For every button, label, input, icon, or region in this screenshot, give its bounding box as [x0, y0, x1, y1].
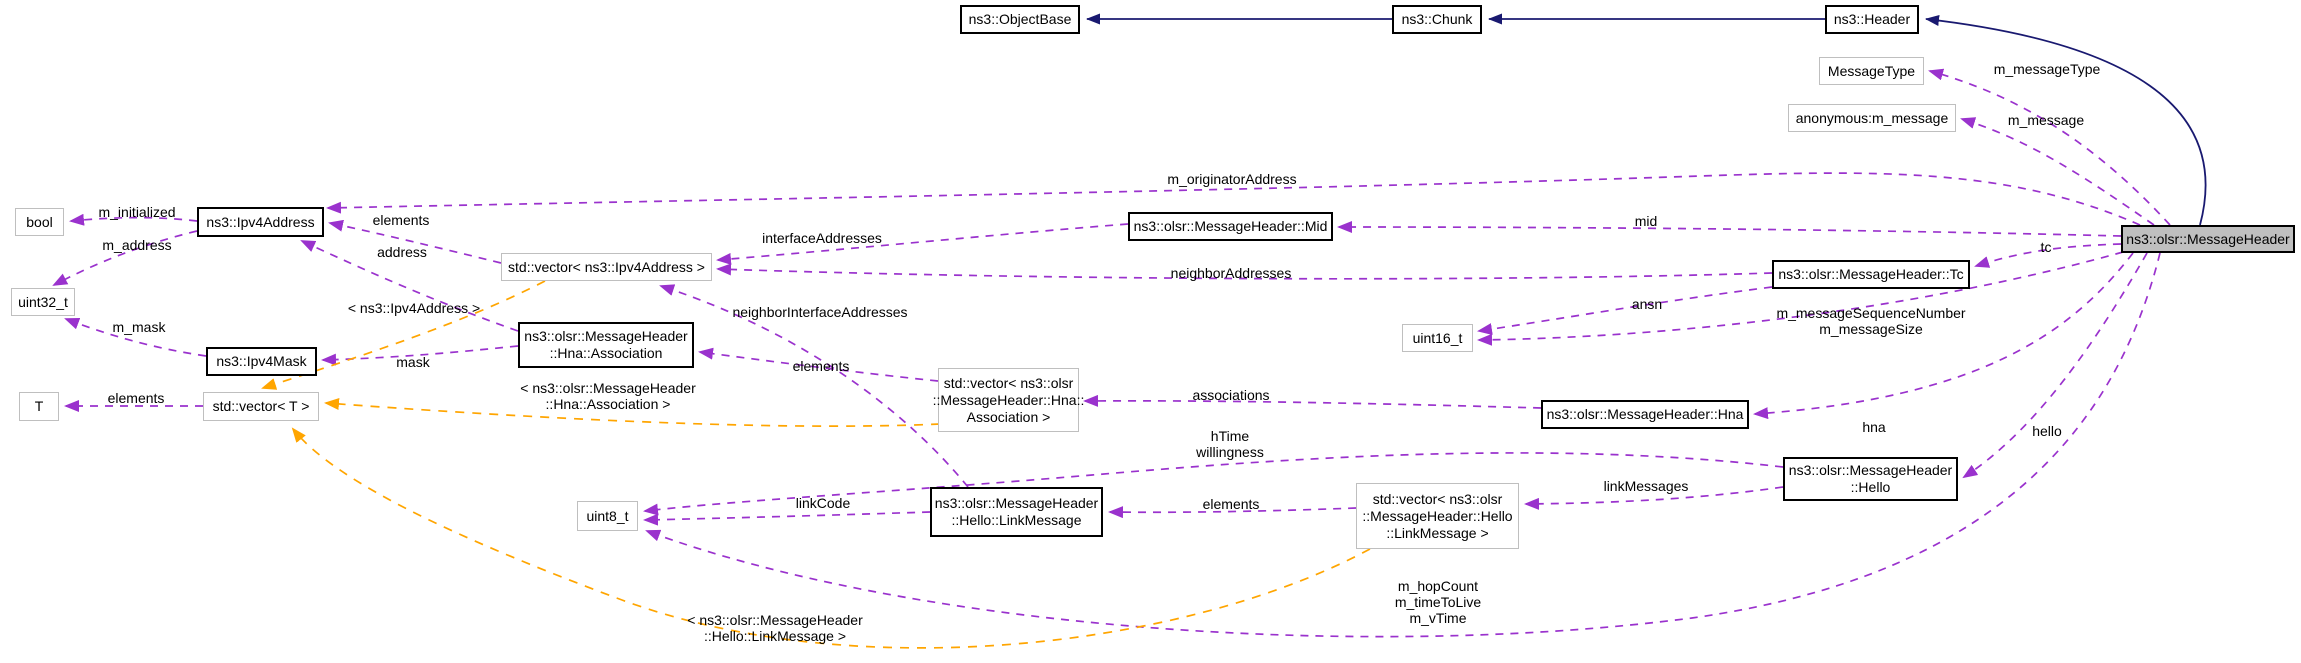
edge-m-originator-address — [326, 172, 2141, 226]
class-box-messageheader-mid[interactable]: ns3::olsr::MessageHeader::Mid — [1128, 212, 1333, 241]
class-box-hello-linkmessage[interactable]: ns3::olsr::MessageHeader ::Hello::LinkMe… — [930, 487, 1103, 537]
type-box-messagetype: MessageType — [1819, 57, 1924, 85]
class-box-hna-association[interactable]: ns3::olsr::MessageHeader ::Hna::Associat… — [518, 322, 694, 368]
edge-mask — [321, 345, 519, 366]
edge-m-message-type — [1928, 68, 2171, 226]
class-box-ns3-header[interactable]: ns3::Header — [1825, 5, 1919, 34]
class-box-messageheader-hna[interactable]: ns3::olsr::MessageHeader::Hna — [1541, 400, 1749, 429]
edge-elements-hna — [698, 347, 939, 382]
edge-hop-count — [645, 252, 2161, 638]
inheritance-edges — [1086, 13, 2207, 226]
edge-link-messages — [1524, 486, 1784, 510]
type-box-anonymous-m-message: anonymous:m_message — [1788, 104, 1956, 132]
edge-m-address — [52, 230, 198, 286]
edge-m-message — [1960, 117, 2155, 226]
type-box-uint16-t: uint16_t — [1402, 324, 1473, 352]
usage-edges — [52, 68, 2171, 638]
edge-neighbor-interface-addresses — [659, 284, 969, 488]
edge-neighbor-addresses — [716, 263, 1773, 280]
edge-ansn — [1477, 286, 1773, 336]
type-box-std-vector-t: std::vector< T > — [203, 392, 319, 421]
class-box-messageheader-tc[interactable]: ns3::olsr::MessageHeader::Tc — [1772, 260, 1970, 289]
edge-tc — [1974, 243, 2122, 268]
edge-main-header — [1925, 15, 2207, 226]
class-box-ns3-olsr-messageheader: ns3::olsr::MessageHeader — [2121, 225, 2295, 253]
class-box-ns3-ipv4address[interactable]: ns3::Ipv4Address — [197, 207, 324, 237]
class-box-ns3-chunk[interactable]: ns3::Chunk — [1392, 5, 1482, 34]
edge-template-hna-association — [324, 397, 941, 427]
edge-hello — [1962, 252, 2148, 479]
type-box-uint32-t: uint32_t — [11, 288, 75, 316]
edge-m-initialized — [69, 213, 198, 226]
edge-interface-addresses — [716, 223, 1129, 265]
edge-m-mask — [64, 318, 207, 357]
edge-address — [300, 240, 519, 332]
edge-template-linkmessage — [291, 427, 1371, 649]
type-box-uint8-t: uint8_t — [577, 501, 638, 531]
type-box-bool: bool — [15, 208, 64, 236]
class-box-messageheader-hello[interactable]: ns3::olsr::MessageHeader ::Hello — [1783, 457, 1958, 501]
edge-associations — [1083, 394, 1542, 409]
edge-link-code — [643, 511, 931, 526]
edge-hna — [1753, 252, 2134, 420]
type-box-std-vector-linkmessage: std::vector< ns3::olsr ::MessageHeader::… — [1356, 483, 1519, 549]
edge-elements-linkmessage — [1108, 506, 1357, 519]
edge-message-sequence-number — [1477, 251, 2124, 346]
template-edges — [261, 280, 1371, 649]
type-box-std-vector-hna-association: std::vector< ns3::olsr ::MessageHeader::… — [933, 368, 1084, 432]
edge-mid — [1337, 221, 2122, 237]
type-box-t: T — [19, 392, 59, 421]
class-box-ns3-objectbase[interactable]: ns3::ObjectBase — [960, 5, 1080, 34]
edge-elements-ipv4 — [328, 219, 502, 264]
type-box-std-vector-ipv4address: std::vector< ns3::Ipv4Address > — [501, 253, 712, 281]
class-box-ns3-ipv4mask[interactable]: ns3::Ipv4Mask — [206, 347, 317, 376]
